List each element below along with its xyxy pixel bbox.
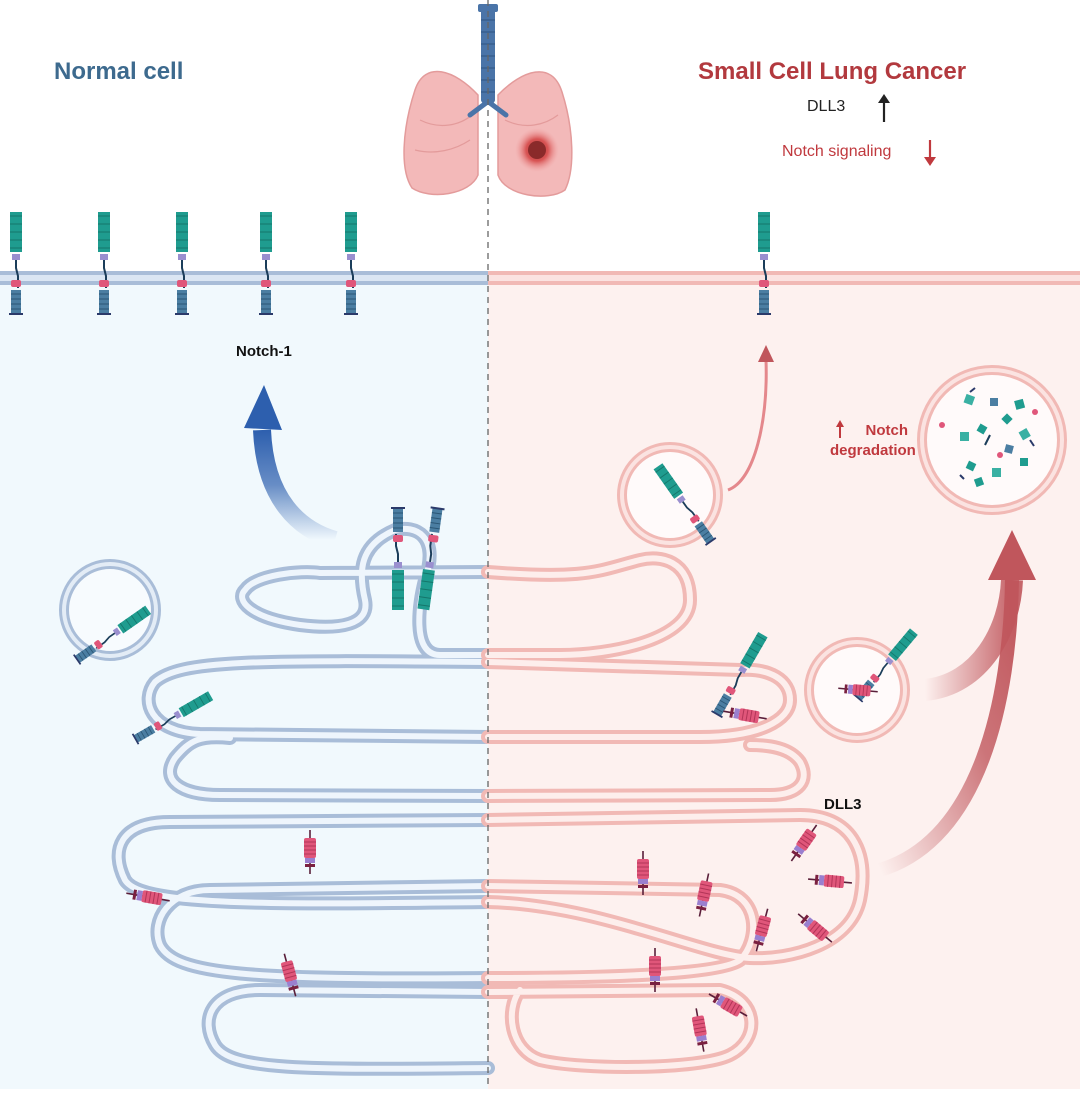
degraded-notch-fragments — [939, 387, 1038, 488]
arrow-down-icon — [924, 140, 936, 166]
notch-signaling-down-label: Notch signaling — [782, 143, 892, 160]
normal-cytoplasm — [0, 284, 488, 1089]
lungs-with-tumor-icon — [403, 4, 573, 197]
notch-degradation-up-arrow — [836, 420, 844, 438]
normal-golgi — [111, 521, 495, 1076]
sclc-title: Small Cell Lung Cancer — [698, 58, 967, 85]
notch-trafficking-arrow — [244, 385, 338, 549]
cancer-plasma-membrane — [488, 271, 1080, 285]
dll3-label: DLL3 — [824, 796, 862, 813]
notch-degradation-label: Notch degradation — [830, 422, 916, 459]
arrow-up-icon — [878, 94, 890, 122]
notch1-label: Notch-1 — [236, 343, 292, 360]
normal-cell-title: Normal cell — [54, 58, 184, 85]
dll3-up-label: DLL3 — [807, 98, 846, 115]
normal-vesicle — [59, 559, 161, 661]
normal-plasma-membrane — [0, 271, 488, 285]
lysosome — [917, 365, 1067, 515]
cancer-reduced-trafficking-arrow — [727, 345, 774, 492]
cancer-golgi — [481, 551, 870, 1074]
dll3-to-lysosome-arrow — [877, 530, 1036, 877]
notch1-receptor-cancer — [756, 211, 772, 315]
